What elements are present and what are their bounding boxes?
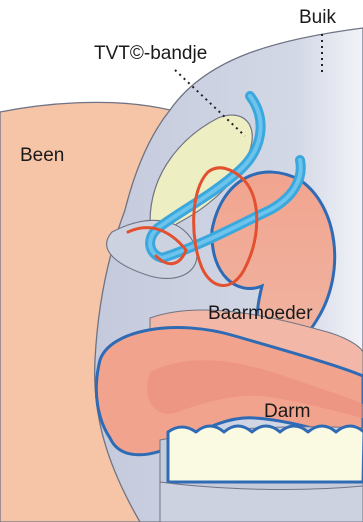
label-been: Been	[20, 146, 64, 165]
lower-folds	[168, 426, 363, 482]
label-baarmoeder: Baarmoeder	[208, 304, 313, 323]
label-darm: Darm	[264, 402, 310, 421]
label-tvt-bandje: TVT©-bandje	[94, 44, 207, 63]
label-buik: Buik	[299, 8, 336, 27]
